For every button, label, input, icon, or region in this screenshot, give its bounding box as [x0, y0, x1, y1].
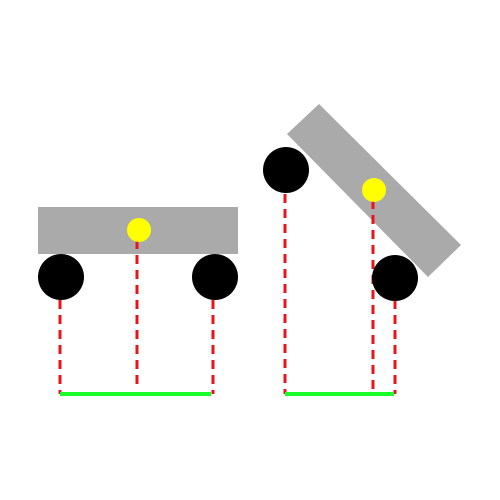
center-of-mass [362, 178, 386, 202]
upper-wheel [263, 147, 309, 193]
lower-wheel [372, 255, 418, 301]
panel-level [38, 207, 238, 396]
right-wheel [192, 254, 238, 300]
center-of-mass [127, 218, 151, 242]
panel-tilted [263, 104, 461, 396]
left-wheel [38, 254, 84, 300]
